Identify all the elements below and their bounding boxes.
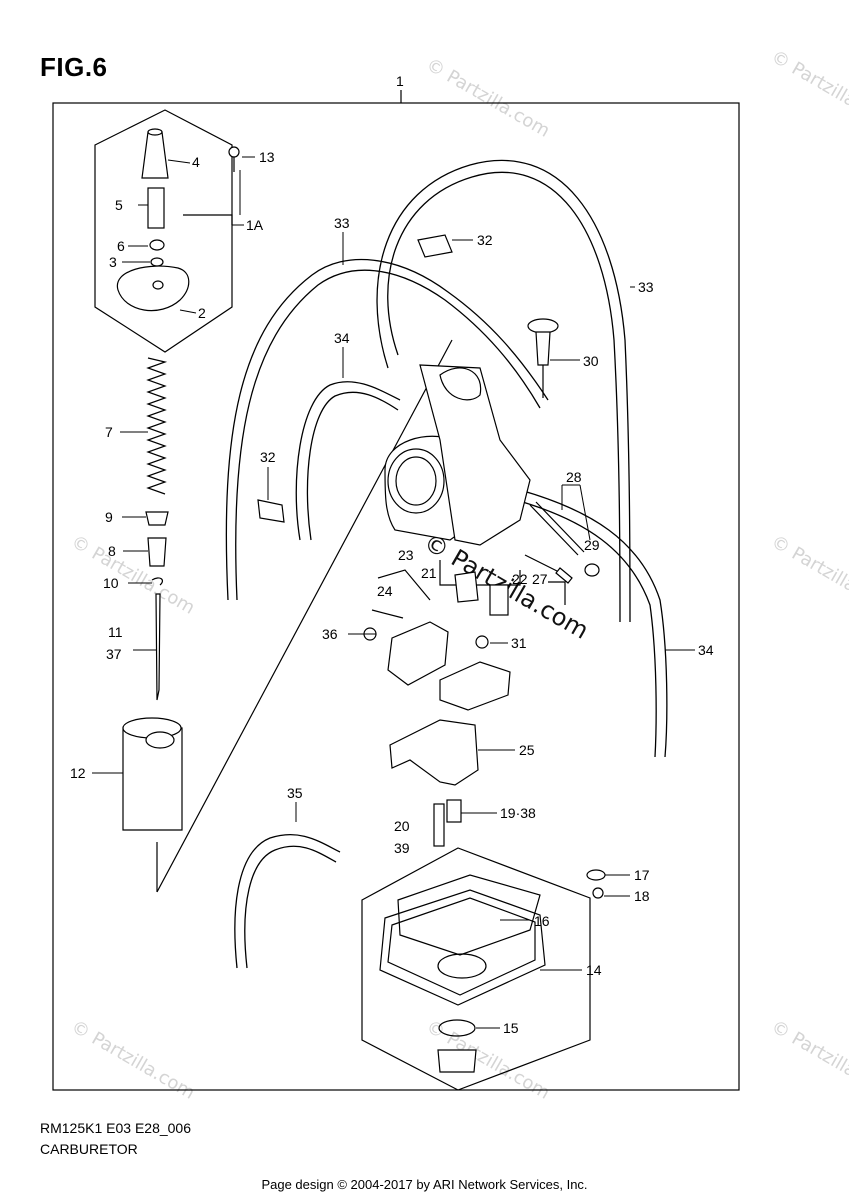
callout-17: 17 [634, 867, 650, 883]
callout-3: 3 [109, 254, 117, 270]
callout-1a: 1A [246, 217, 264, 233]
parts [116, 128, 606, 1073]
callout-15: 15 [503, 1020, 519, 1036]
leader-lines [92, 90, 695, 1029]
callout-29: 29 [584, 537, 600, 553]
callout-11: 11 [108, 624, 123, 640]
figure-title: FIG.6 [40, 52, 108, 82]
callout-37: 37 [106, 646, 122, 662]
callout-31: 31 [511, 635, 527, 651]
callout-20: 20 [394, 818, 410, 834]
callout-9: 9 [105, 509, 113, 525]
callout-7: 7 [105, 424, 113, 440]
callout-13: 13 [259, 149, 275, 165]
section-name: CARBURETOR [40, 1141, 138, 1157]
watermark: © Partzilla.com [68, 1016, 199, 1104]
callout-27: 27 [532, 571, 548, 587]
callout-8: 8 [108, 543, 116, 559]
callout-16: 16 [534, 913, 550, 929]
callout-12: 12 [70, 765, 86, 781]
callout-6: 6 [117, 238, 125, 254]
callout-labels: 1 4 13 5 1A 6 3 2 33 32 33 34 30 7 32 28… [70, 73, 714, 1036]
callout-5: 5 [115, 197, 123, 213]
callout-25: 25 [519, 742, 535, 758]
watermark: © Partzilla.com [768, 531, 849, 619]
callout-2: 2 [198, 305, 206, 321]
callout-35: 35 [287, 785, 303, 801]
callout-1: 1 [396, 73, 404, 89]
callout-19-38: 19·38 [500, 805, 536, 821]
callout-10: 10 [103, 575, 119, 591]
callout-30: 30 [583, 353, 599, 369]
page-credit: Page design © 2004-2017 by ARI Network S… [261, 1177, 588, 1192]
callout-24: 24 [377, 583, 393, 599]
callout-34-right: 34 [698, 642, 714, 658]
callout-18: 18 [634, 888, 650, 904]
callout-28: 28 [566, 469, 582, 485]
watermark: © Partzilla.com [423, 54, 554, 142]
callout-23: 23 [398, 547, 414, 563]
callout-21: 21 [421, 565, 437, 581]
watermark: © Partzilla.com [68, 531, 199, 619]
callout-39: 39 [394, 840, 410, 856]
callout-33-right: 33 [638, 279, 654, 295]
callout-32-left: 32 [260, 449, 276, 465]
callout-4: 4 [192, 154, 200, 170]
callout-22: 22 [512, 571, 528, 587]
watermark: © Partzilla.com [768, 1016, 849, 1104]
assembly-frame [52, 90, 740, 1091]
callout-34-left: 34 [334, 330, 350, 346]
callout-14: 14 [586, 962, 602, 978]
hoses [225, 159, 668, 969]
watermark: © Partzilla.com [768, 46, 849, 134]
callout-33-left: 33 [334, 215, 350, 231]
callout-36: 36 [322, 626, 338, 642]
model-code: RM125K1 E03 E28_006 [40, 1120, 191, 1136]
callout-32-top: 32 [477, 232, 493, 248]
